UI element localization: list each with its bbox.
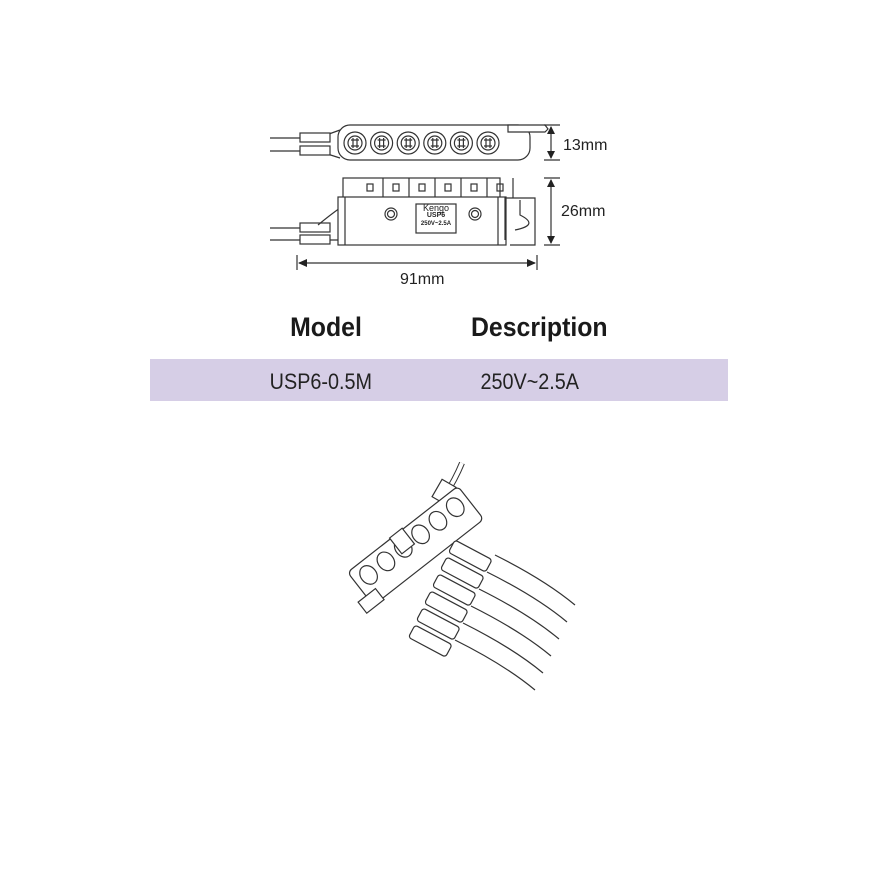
plug: [432, 574, 476, 606]
socket-inner: [400, 135, 416, 151]
socket-inner: [480, 135, 496, 151]
plug: [416, 608, 460, 640]
socket-contacts: [351, 138, 359, 148]
socket-contacts: [404, 138, 413, 148]
socket-contacts: [457, 138, 466, 148]
socket-contacts: [377, 138, 386, 148]
pin: [496, 183, 504, 192]
socket-inner: [427, 135, 443, 151]
cable: [454, 639, 536, 691]
table-row: [150, 359, 728, 401]
side-view: [270, 177, 536, 246]
pin: [470, 183, 478, 192]
pin: [366, 183, 374, 192]
header-description: Description: [470, 312, 608, 342]
cable: [470, 605, 552, 657]
socket: [370, 131, 394, 155]
label-rating: 250V~2.5A: [420, 221, 452, 227]
plug: [424, 591, 468, 623]
plug: [448, 540, 492, 572]
device-label: Kengo USP6 250V~2.5A: [417, 204, 455, 228]
socket: [411, 524, 431, 545]
cable: [494, 554, 576, 606]
socket: [476, 131, 500, 155]
plug: [440, 557, 484, 589]
socket: [343, 131, 367, 155]
socket-inner: [453, 135, 469, 151]
dimension-width: 91mm: [400, 271, 445, 288]
product-illustration: [348, 461, 576, 691]
socket: [423, 131, 447, 155]
cell-description: 250V~2.5A: [480, 369, 580, 394]
socket: [396, 131, 420, 155]
pin: [418, 183, 426, 192]
brand-logo: Kengo: [422, 203, 450, 213]
dimension-height-top: 13mm: [563, 137, 608, 154]
socket-contacts: [484, 138, 492, 148]
socket: [449, 131, 473, 155]
pin: [444, 183, 452, 192]
label-model: USP6: [426, 212, 446, 219]
cable: [486, 571, 568, 623]
socket: [376, 551, 396, 572]
top-view: [270, 124, 549, 161]
socket: [445, 497, 465, 518]
socket-inner: [374, 135, 390, 151]
header-model: Model: [290, 312, 362, 342]
socket: [428, 510, 448, 531]
cable: [478, 588, 560, 640]
cell-model: USP6-0.5M: [269, 369, 373, 394]
plug: [408, 625, 452, 657]
socket: [359, 565, 378, 585]
socket-inner: [347, 135, 363, 151]
pin: [392, 183, 400, 192]
cable: [462, 622, 544, 674]
dimension-height-side: 26mm: [561, 203, 606, 220]
socket-contacts: [430, 138, 439, 148]
dimension-lines: [296, 124, 560, 270]
